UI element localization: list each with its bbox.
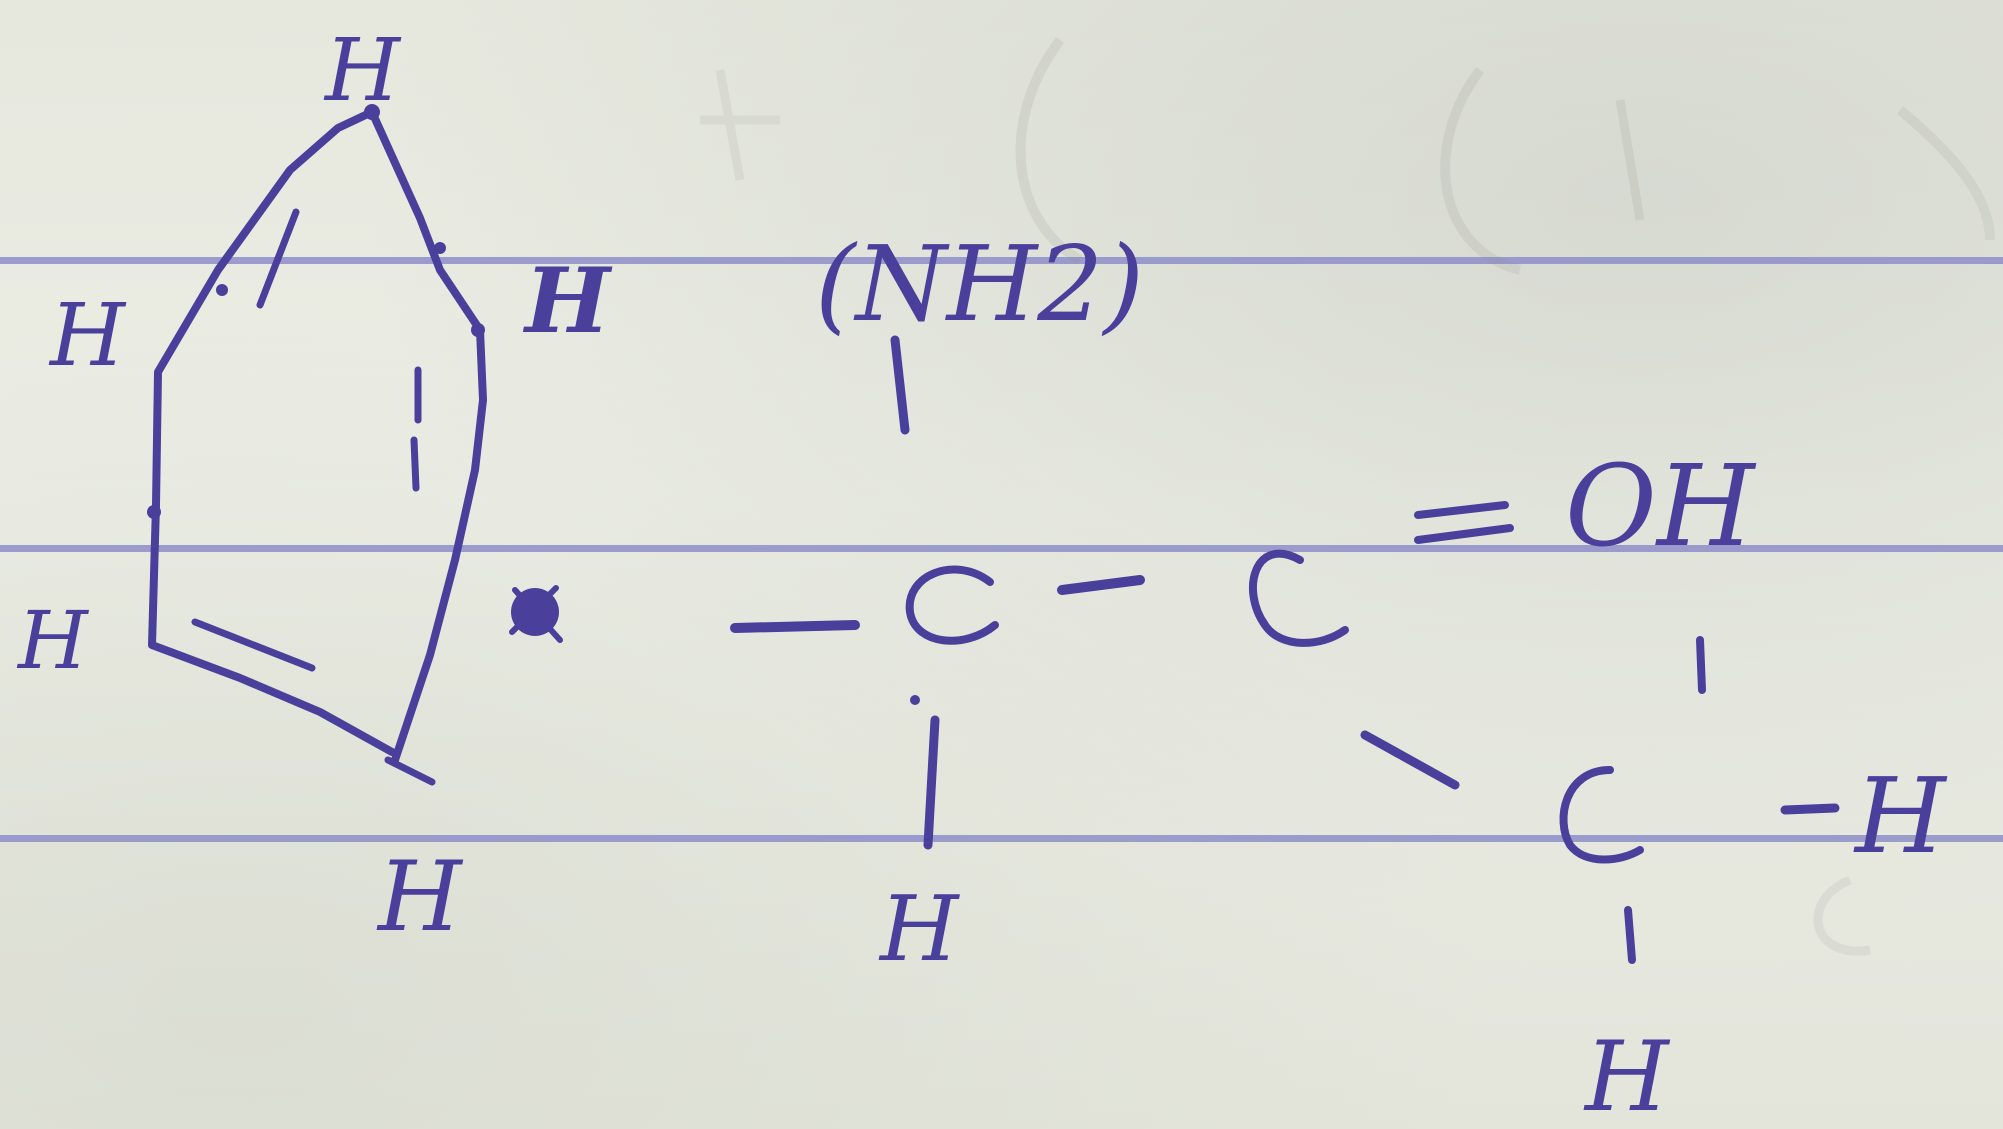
double-bond-mark-2 — [410, 366, 422, 492]
ring-bottom-tick — [384, 756, 436, 786]
ring-vertex-dot — [364, 104, 380, 120]
alpha-hydrogen-bond — [923, 715, 940, 850]
ring-vertex-dot — [471, 323, 485, 337]
carbonyl-to-methyl-bond — [1360, 730, 1460, 790]
methyl-to-hydrogen-bond — [1780, 803, 1840, 815]
amino-group-label: (NH2) — [815, 223, 1144, 345]
carbonyl-carbon-symbol — [1248, 549, 1349, 647]
methyl-down-bond — [1624, 906, 1636, 964]
ring-right-bonds — [368, 108, 487, 764]
bond-dot — [910, 695, 920, 705]
methyl-hydrogen-bottom: H — [1583, 1021, 1671, 1129]
ring-vertex-dot — [434, 242, 446, 254]
hydroxyl-label: OH — [1565, 442, 1757, 572]
ruled-line-2 — [0, 545, 2003, 552]
ring-left-bonds — [148, 108, 396, 756]
carbonyl-double-bond — [1414, 501, 1514, 544]
ring-hydrogen-bottom: H — [376, 841, 464, 953]
amino-bond — [890, 335, 910, 435]
methyl-hydrogen-right: H — [1853, 755, 1948, 877]
alpha-to-carbonyl-bond — [1057, 575, 1145, 595]
double-bond-mark-3 — [191, 618, 316, 672]
ring-to-alpha-carbon-bond — [730, 620, 860, 633]
ring-vertex-dot — [147, 505, 161, 519]
double-bond-mark-1 — [256, 208, 300, 309]
ring-hydrogen-upper-right: H — [522, 248, 613, 354]
alpha-carbon-symbol — [905, 565, 999, 645]
ruled-line-3 — [0, 835, 2003, 842]
ring-hydrogen-top: H — [323, 21, 402, 121]
ring-hydrogen-upper-left: H — [48, 286, 127, 386]
ring-vertex-dot — [216, 284, 228, 296]
benzene-ring — [147, 104, 487, 786]
methyl-up-tick — [1696, 636, 1706, 694]
alpha-hydrogen-label: H — [878, 877, 960, 982]
scribble-mark — [509, 585, 563, 643]
ruled-line-1 — [0, 257, 2003, 264]
methyl-carbon-symbol — [1559, 766, 1644, 864]
ring-hydrogen-lower-left: H — [16, 594, 90, 687]
